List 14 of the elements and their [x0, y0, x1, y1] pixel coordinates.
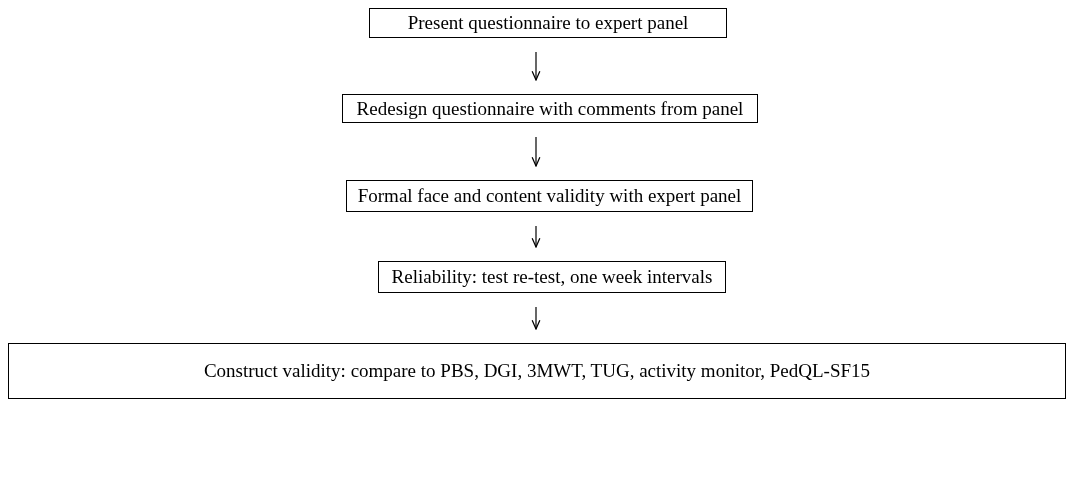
- box-text: Redesign questionnaire with comments from panel: [356, 97, 744, 120]
- process-box: [346, 180, 753, 212]
- box-text: Present questionnaire to expert panel: [407, 12, 689, 34]
- process-box: [378, 261, 726, 293]
- box-text: Formal face and content validity with expert panel: [357, 185, 742, 207]
- arrow: [531, 306, 541, 330]
- process-box: [8, 343, 1066, 399]
- box-text: Construct validity: compare to PBS, DGI, 3MWT, TUG, activity monitor, PedQL-SF15: [203, 360, 871, 382]
- process-box: [342, 94, 758, 123]
- arrow: [531, 136, 541, 167]
- arrow: [531, 225, 541, 248]
- box-text: Reliability: test re-test, one week intervals: [391, 266, 713, 288]
- process-box: [369, 8, 727, 38]
- arrow: [531, 51, 541, 81]
